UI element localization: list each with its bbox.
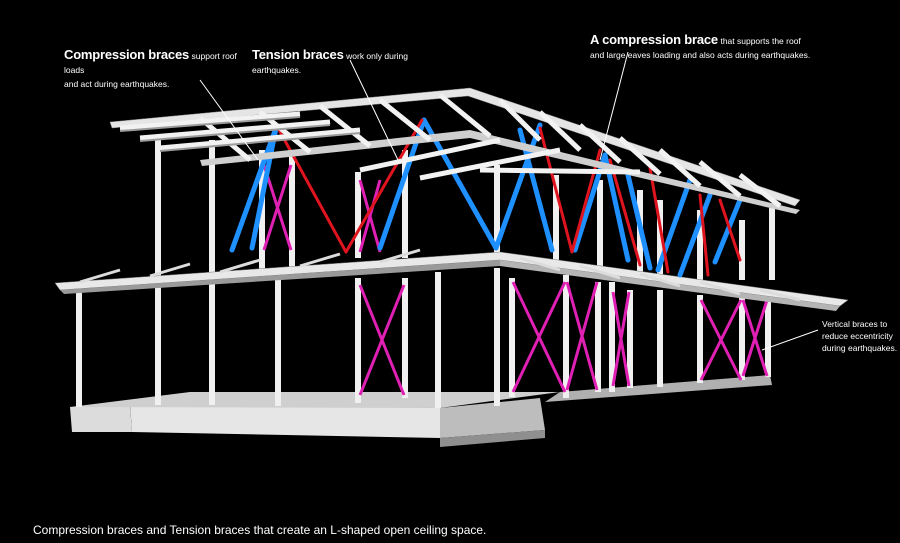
compression-braces-text-2: and act during earthquakes. bbox=[64, 79, 170, 89]
tension-braces-annotation: Tension braces work only during earthqua… bbox=[252, 48, 452, 77]
compression-braces-annotation: Compression braces support roof loads an… bbox=[64, 48, 244, 91]
vertical-braces-annotation: Vertical braces to reduce eccentricity d… bbox=[822, 318, 898, 354]
compression-braces-text-1: support roof loads bbox=[64, 51, 237, 75]
figure-caption: Compression braces and Tension braces th… bbox=[33, 523, 487, 537]
vertical-braces-ground bbox=[358, 281, 769, 396]
roof-compression-brace-annotation: A compression brace that supports the ro… bbox=[590, 33, 820, 62]
vertical-braces-text-3: during earthquakes. bbox=[822, 343, 898, 353]
roof-joist-shadows bbox=[119, 116, 361, 152]
ground-floor-posts bbox=[76, 268, 771, 408]
vertical-braces-text-1: Vertical braces to bbox=[822, 319, 888, 329]
vertical-braces-text-2: reduce eccentricity bbox=[822, 331, 893, 341]
middle-rafters bbox=[79, 248, 801, 302]
vertical-braces-upper bbox=[262, 164, 382, 253]
roof-joists bbox=[119, 93, 782, 208]
middle-eaves-roof bbox=[54, 251, 849, 311]
roof-compression-brace-text-2: and large eaves loading and also acts du… bbox=[590, 50, 811, 60]
tension-braces-title: Tension braces bbox=[252, 47, 344, 62]
upper-roof-frame bbox=[109, 87, 801, 214]
compression-braces-title: Compression braces bbox=[64, 47, 190, 62]
roof-compression-brace-text-1: that supports the roof bbox=[720, 36, 801, 46]
leader-lines bbox=[199, 51, 819, 351]
roof-compression-brace-title: A compression brace bbox=[590, 32, 718, 47]
tension-braces-text: work only during earthquakes. bbox=[252, 51, 409, 75]
